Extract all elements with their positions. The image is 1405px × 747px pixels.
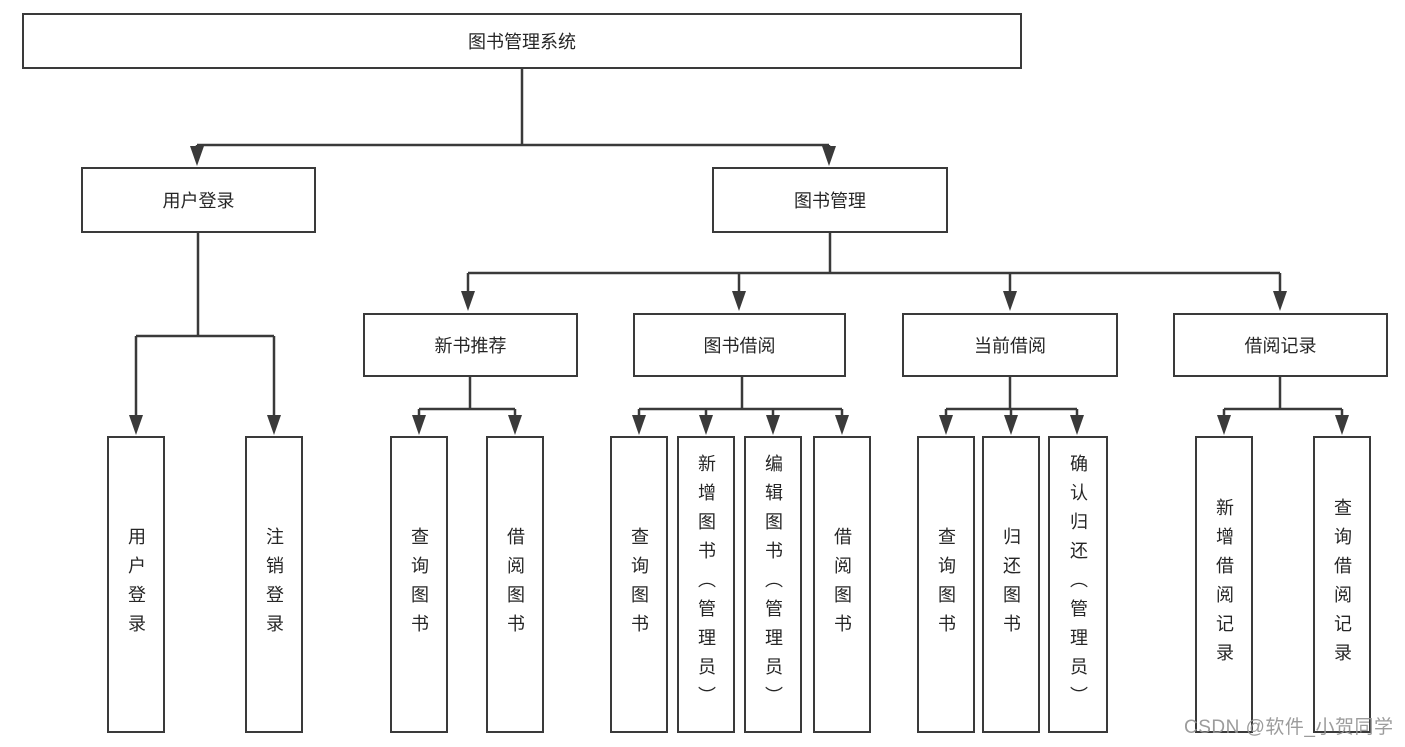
node-book-management-label: 图书管理 [794, 191, 866, 211]
node-current-borrow-label: 当前借阅 [974, 336, 1046, 356]
leaf-add-book-admin-label: 新增图书（管理员） [696, 454, 716, 715]
leaf-add-book-admin: 新增图书（管理员） [677, 436, 735, 733]
node-borrow-records: 借阅记录 [1173, 313, 1388, 377]
connector-current-borrow [939, 377, 1084, 435]
leaf-borrow-book-recommend: 借阅图书 [486, 436, 544, 733]
node-book-borrow-label: 图书借阅 [703, 336, 776, 356]
connector-user-login [129, 233, 281, 435]
connector-root [190, 69, 836, 166]
leaf-return-book-label: 归还图书 [1001, 526, 1021, 643]
leaf-borrow-book-label: 借阅图书 [832, 526, 852, 643]
node-library-system: 图书管理系统 [22, 13, 1022, 69]
leaf-edit-book-admin: 编辑图书（管理员） [744, 436, 802, 733]
leaf-user-login-label: 用户登录 [126, 526, 146, 643]
leaf-query-book-recommend: 查询图书 [390, 436, 448, 733]
leaf-edit-book-admin-label: 编辑图书（管理员） [763, 454, 783, 715]
node-new-book-recommend-label: 新书推荐 [434, 336, 507, 356]
leaf-query-book-borrow: 查询图书 [610, 436, 668, 733]
watermark: CSDN @软件_小贺同学 [1184, 717, 1394, 738]
leaf-query-book-borrow-label: 查询图书 [629, 526, 649, 643]
leaf-add-borrow-record-label: 新增借阅记录 [1214, 497, 1234, 672]
node-book-borrow: 图书借阅 [633, 313, 846, 377]
leaf-user-login: 用户登录 [107, 436, 165, 733]
leaf-query-book-recommend-label: 查询图书 [409, 526, 429, 643]
node-current-borrow: 当前借阅 [902, 313, 1118, 377]
connector-book-management [461, 233, 1287, 311]
node-book-management: 图书管理 [712, 167, 948, 233]
leaf-logout-label: 注销登录 [264, 526, 284, 643]
leaf-query-borrow-record-label: 查询借阅记录 [1332, 497, 1352, 672]
leaf-confirm-return-admin: 确认归还（管理员） [1048, 436, 1108, 733]
node-library-system-label: 图书管理系统 [468, 32, 576, 52]
node-user-login-label: 用户登录 [162, 191, 235, 211]
leaf-query-book-current-label: 查询图书 [936, 526, 956, 643]
connector-borrow-records [1217, 377, 1349, 435]
leaf-borrow-book-recommend-label: 借阅图书 [505, 526, 525, 643]
leaf-query-borrow-record: 查询借阅记录 [1313, 436, 1371, 733]
node-borrow-records-label: 借阅记录 [1244, 336, 1317, 356]
connector-book-borrow [632, 377, 849, 435]
leaf-logout: 注销登录 [245, 436, 303, 733]
leaf-add-borrow-record: 新增借阅记录 [1195, 436, 1253, 733]
connector-new-book-recommend [412, 377, 522, 435]
node-new-book-recommend: 新书推荐 [363, 313, 578, 377]
leaf-query-book-current: 查询图书 [917, 436, 975, 733]
leaf-return-book: 归还图书 [982, 436, 1040, 733]
leaf-borrow-book: 借阅图书 [813, 436, 871, 733]
node-user-login: 用户登录 [81, 167, 316, 233]
leaf-confirm-return-admin-label: 确认归还（管理员） [1068, 454, 1088, 715]
